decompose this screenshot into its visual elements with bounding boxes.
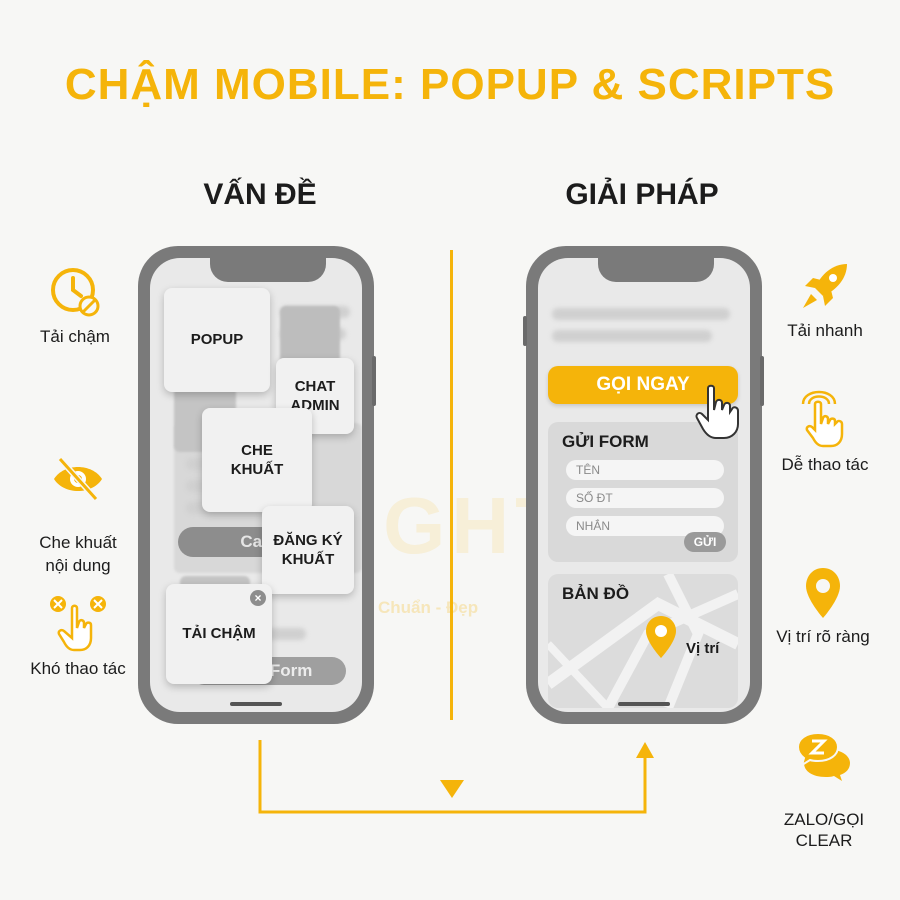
hard-to-use-item: Khó thao tác (20, 594, 136, 681)
register-card[interactable]: ĐĂNG KÝ KHUẤT (262, 506, 354, 594)
popup-card[interactable]: POPUP (164, 288, 270, 392)
map-section[interactable]: BẢN ĐỒ Vị trí (548, 574, 738, 708)
phone-notch (598, 258, 714, 282)
clear-location-text: Vị trí rõ ràng (776, 627, 870, 646)
center-divider (450, 250, 453, 720)
home-indicator (230, 702, 282, 706)
hidden-content-text: Che khuất nội dung (39, 532, 117, 575)
easy-use-item: Dễ thao tác (768, 386, 882, 477)
location-label: Vị trí (686, 640, 720, 657)
rocket-icon (803, 264, 847, 308)
zalo-call-text: ZALO/GỌI CLEAR (783, 809, 865, 850)
slow-load-text: Tải chậm (40, 327, 110, 346)
fast-load-text: Tải nhanh (787, 321, 863, 340)
slow-load-card[interactable]: TẢI CHẬM × (166, 584, 272, 684)
chat-bubbles-icon (796, 732, 850, 782)
map-title: BẢN ĐỒ (562, 584, 630, 603)
tap-hand-icon (695, 384, 739, 439)
clock-slow-icon (51, 268, 100, 317)
solution-phone: GỌI NGAY GỬI FORM TÊN SỐ ĐT NHẮN GỬI BẢN… (523, 246, 764, 724)
form-title: GỬI FORM (562, 432, 649, 451)
contact-form: GỬI FORM TÊN SỐ ĐT NHẮN GỬI (548, 422, 738, 562)
message-field[interactable]: NHẮN (566, 516, 724, 536)
flow-connector (258, 740, 654, 814)
solution-phone-screen: GỌI NGAY GỬI FORM TÊN SỐ ĐT NHẮN GỬI BẢN… (538, 258, 750, 712)
call-now-button[interactable]: GỌI NGAY (548, 366, 738, 404)
hard-to-use-text: Khó thao tác (30, 659, 126, 678)
home-indicator (618, 702, 670, 706)
hand-tap-icon (801, 390, 844, 448)
phone-field[interactable]: SỐ ĐT (566, 488, 724, 508)
page-title: CHẬM MOBILE: POPUP & SCRIPTS (64, 60, 836, 109)
cover-card[interactable]: CHE KHUẤT (202, 408, 312, 512)
map-pin-icon (646, 616, 676, 658)
problem-heading: VẤN ĐỀ (203, 178, 317, 211)
phone-notch (210, 258, 326, 282)
clear-location-item: Vị trí rõ ràng (758, 566, 888, 649)
slow-load-label: TẢI CHẬM (182, 625, 256, 643)
close-icon[interactable]: × (250, 590, 266, 606)
slow-load-item: Tải chậm (20, 264, 130, 349)
send-button[interactable]: GỬI (684, 532, 726, 552)
hidden-content-item: Che khuất nội dung (20, 432, 136, 578)
name-field[interactable]: TÊN (566, 460, 724, 480)
hand-error-icon (50, 596, 106, 652)
fast-load-item: Tải nhanh (770, 258, 880, 343)
solution-heading: GIẢI PHÁP (565, 178, 719, 211)
zalo-call-item: ZALO/GỌI CLEAR (768, 710, 880, 851)
location-pin-icon (806, 568, 840, 618)
eye-off-icon (54, 456, 102, 501)
easy-use-text: Dễ thao tác (781, 455, 869, 474)
